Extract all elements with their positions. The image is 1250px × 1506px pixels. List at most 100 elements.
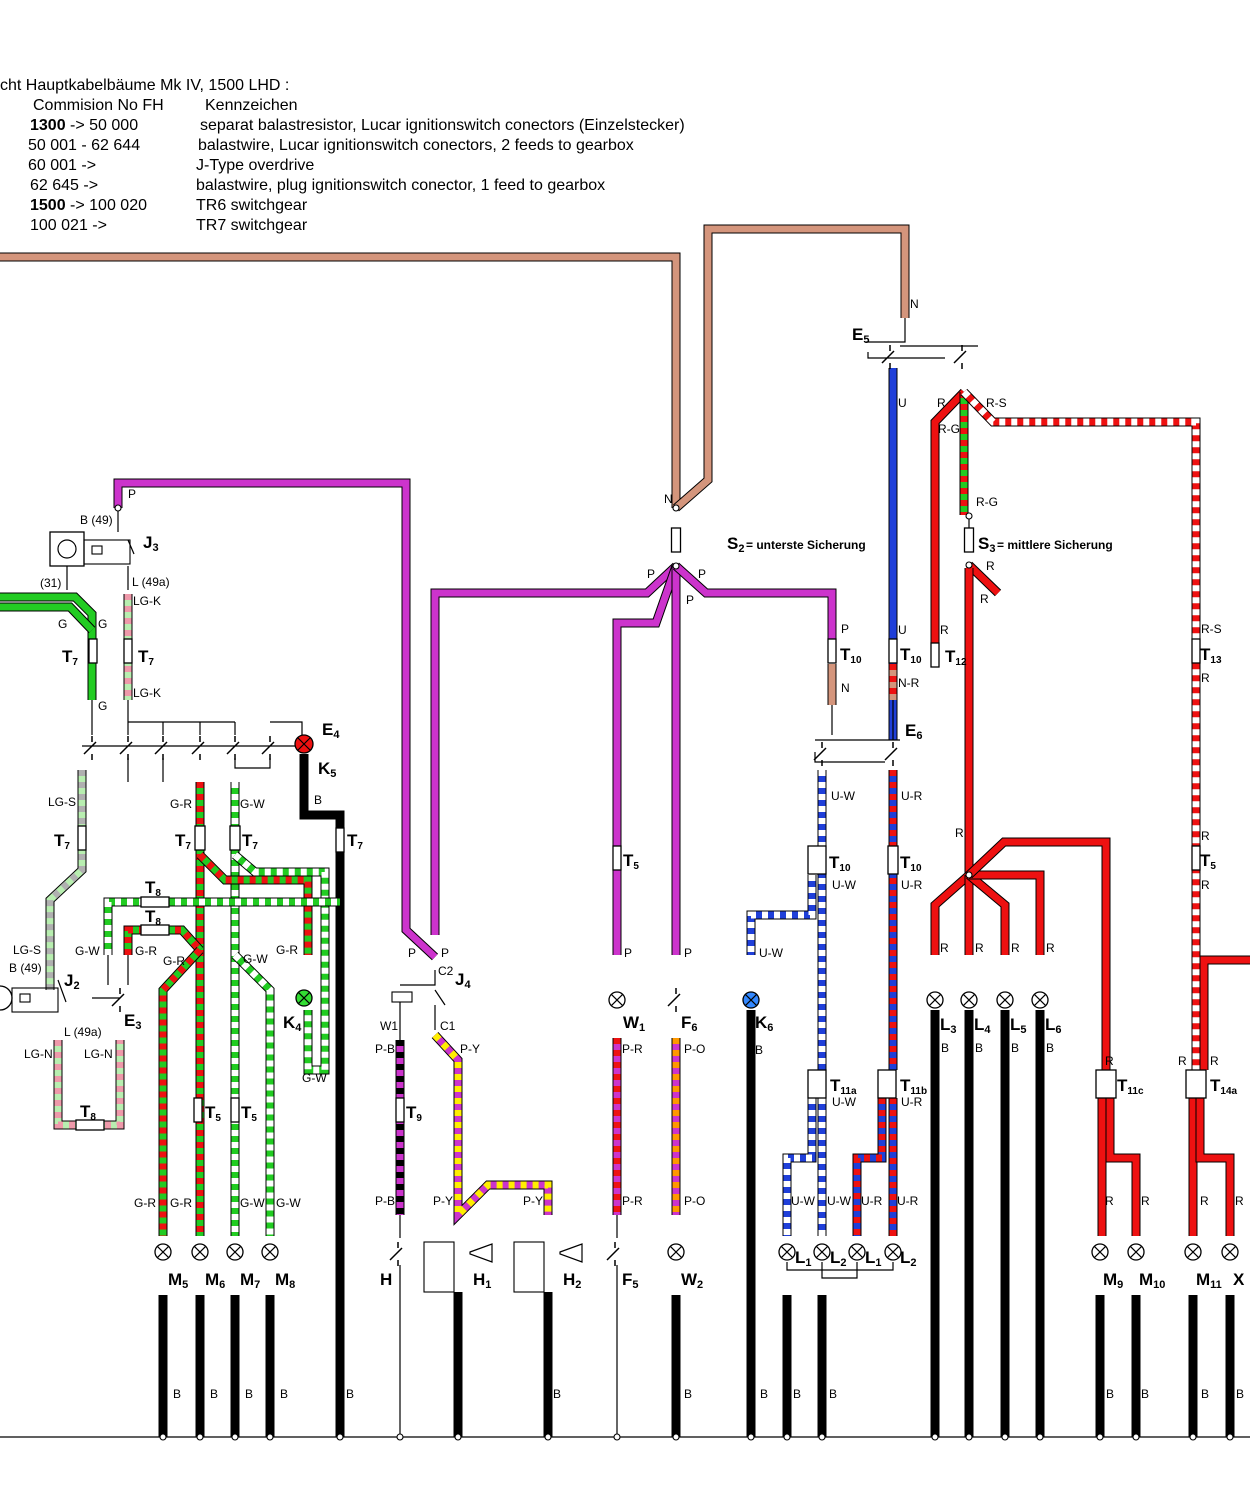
ground-terminal: [544, 1433, 552, 1441]
wire-label: R: [1200, 1194, 1209, 1208]
wire-r-l6: [969, 871, 1044, 955]
wire-label: L (49a): [64, 1025, 102, 1039]
wire-r-left: [931, 389, 967, 645]
label-l2b: L2: [900, 1248, 917, 1269]
wire-gw-m8-outline: [231, 951, 275, 1236]
label-t7e: T7: [242, 831, 258, 852]
label-h1: H1: [473, 1270, 491, 1291]
connector-t10b-icon: [888, 638, 898, 664]
e3-switch-icon: [111, 988, 125, 1012]
label-k5: K5: [318, 759, 336, 780]
terminal-dot: [396, 1433, 404, 1441]
wire-label: N: [664, 492, 673, 506]
e6-switch-left-icon: [813, 742, 827, 766]
connector-t11a-icon: [807, 1069, 827, 1099]
wire-label: R: [1178, 1054, 1187, 1068]
terminal-dot: [613, 1433, 621, 1441]
connector-t14a-icon: [1185, 1069, 1207, 1099]
e6-switch-right-icon: [884, 742, 898, 766]
ground-terminal: [747, 1433, 755, 1441]
wire-label: G: [98, 617, 107, 631]
wire-label: P-Y: [523, 1194, 543, 1208]
wire-label: C2: [438, 964, 454, 978]
wire-label: B: [684, 1387, 692, 1401]
wire-label: R-G: [976, 495, 998, 509]
header-row-range: 100 021 ->: [30, 217, 107, 234]
header-col1: Commision No FH: [33, 97, 164, 114]
wire-label: P: [128, 487, 136, 501]
connector-t8c-icon: [75, 1119, 105, 1131]
wire-p-a: [431, 563, 679, 935]
wire-label: P-O: [684, 1042, 705, 1056]
wire-label: G-W: [276, 1196, 301, 1210]
label-j3: J3: [143, 533, 159, 554]
label-w2: W2: [681, 1270, 703, 1291]
label-t7f: T7: [347, 831, 363, 852]
terminal-dot: [672, 504, 680, 512]
label-e3: E3: [124, 1011, 141, 1032]
wire-label: B: [793, 1387, 801, 1401]
terminal-dot: [672, 562, 680, 570]
wire-label: P: [408, 946, 416, 960]
lamp-cross: [850, 1245, 864, 1259]
wire-gw-m8-tracer: [232, 952, 274, 1236]
wire-label: U-R: [901, 789, 923, 803]
wire-label: R: [1201, 829, 1210, 843]
connector-t7e-icon: [229, 825, 241, 851]
wire-n-top: [673, 225, 909, 511]
label-t10d: T10: [900, 853, 922, 874]
header-row-range: 50 001 - 62 644: [28, 137, 141, 154]
connector-t7b-icon: [123, 638, 133, 664]
horn-h2-icon: [559, 1243, 583, 1263]
header-row-desc: balastwire, plug ignitionswitch conector…: [196, 177, 606, 194]
ground-terminal: [266, 1433, 274, 1441]
connector-t5b-icon: [230, 1097, 240, 1123]
wire-label: R: [1201, 671, 1210, 685]
e5-switch-left-icon: [881, 345, 895, 369]
wire-label: B: [173, 1387, 181, 1401]
label-t11b: T11b: [900, 1076, 927, 1097]
wire-r-right: [1200, 956, 1250, 1070]
header-row-desc: separat balastresistor, Lucar ignitionsw…: [200, 117, 685, 134]
header-row-desc: TR6 switchgear: [196, 197, 308, 214]
wire-label: N-R: [898, 676, 920, 690]
multi-switch-contact-5-icon: [261, 736, 275, 760]
wire-label: LG-N: [24, 1047, 53, 1061]
connector-t10c-icon: [807, 845, 827, 875]
wire-uw-l1-outline: [782, 1098, 817, 1236]
label-k4: K4: [283, 1013, 302, 1034]
wire-label: R: [986, 559, 995, 573]
wire-label: B: [755, 1043, 763, 1057]
multi-switch-contact-4-icon: [226, 736, 240, 760]
wire-gw-m8: [232, 952, 274, 1236]
horn-h2-box: [513, 1241, 545, 1293]
label-l2a: L2: [830, 1248, 847, 1269]
label-l5: L5: [1010, 1015, 1027, 1036]
multi-switch-contact-1-icon: [119, 736, 133, 760]
lamp-cross: [744, 993, 758, 1007]
wire-label: R-G: [938, 422, 960, 436]
ground-terminal: [196, 1433, 204, 1441]
ground-terminal: [1036, 1433, 1044, 1441]
label-t11c: T11c: [1117, 1076, 1144, 1097]
header-row-desc: balastwire, Lucar ignitionswitch conecto…: [198, 137, 634, 154]
lamp-cross: [156, 1245, 170, 1259]
ground-terminal: [159, 1433, 167, 1441]
label-l6: L6: [1045, 1015, 1062, 1036]
wire-label: R: [940, 941, 949, 955]
wire-r-x: [1196, 1098, 1234, 1236]
wire-label: G-W: [75, 944, 100, 958]
wire-rs: [961, 389, 1200, 1070]
wire-label: R: [937, 396, 946, 410]
wires: [0, 224, 1250, 1437]
connector-t11b-icon: [877, 1069, 897, 1099]
label-t7b: T7: [138, 647, 154, 668]
wire-label: U-W: [832, 878, 857, 892]
ground-terminal: [231, 1433, 239, 1441]
wire-label: U: [898, 623, 907, 637]
wire-label: B: [829, 1387, 837, 1401]
wire-p-j3: [114, 479, 438, 960]
wire-p-b: [613, 564, 680, 955]
wire-label: R: [980, 592, 989, 606]
